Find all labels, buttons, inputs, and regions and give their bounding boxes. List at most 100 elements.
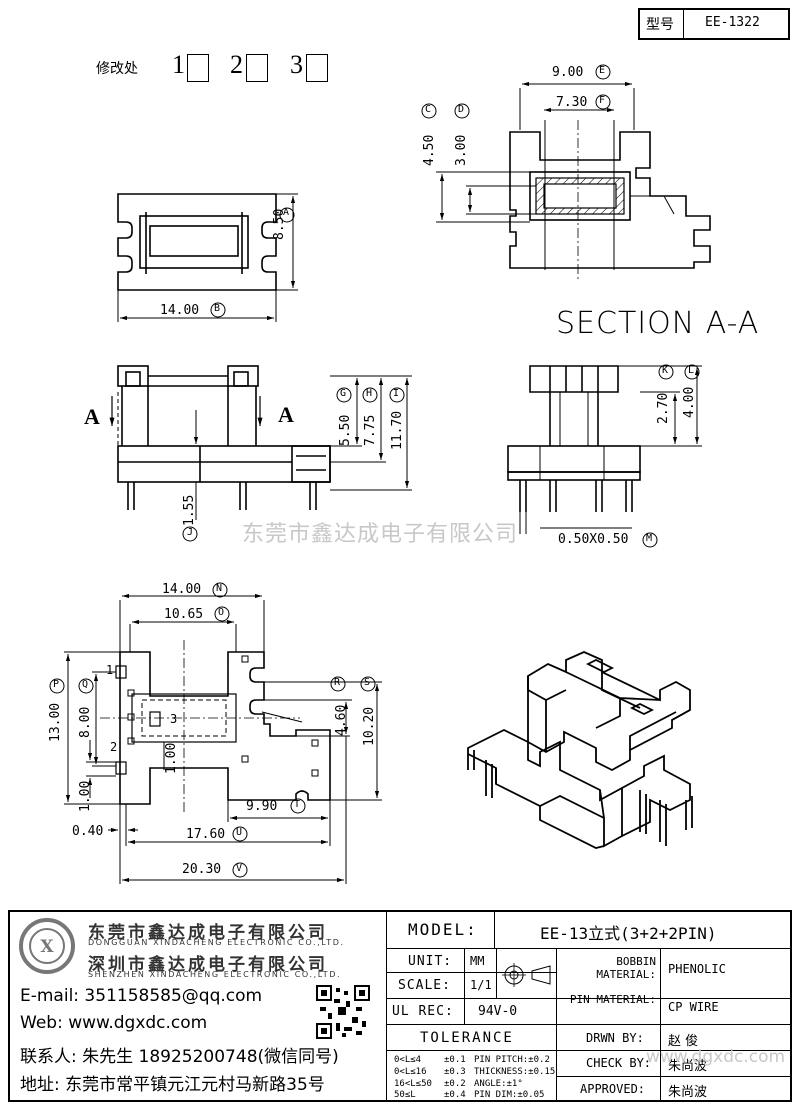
company-logo: X xyxy=(18,918,76,974)
tb-hline-3 xyxy=(386,998,792,999)
revision-mark-1: 1 xyxy=(172,50,185,79)
dim-m: 0.50X0.50 xyxy=(558,532,629,547)
technical-drawing xyxy=(49,64,711,884)
revision-box-3 xyxy=(306,54,328,82)
dim-r-tag: R xyxy=(334,677,341,688)
dim-n: 14.00 xyxy=(162,582,202,597)
model-value: EE-13立式(3+2+2PIN) xyxy=(540,924,717,943)
tol-row-1-note: PIN PITCH:±0.2 xyxy=(474,1055,550,1065)
dim-g: 5.50 xyxy=(338,414,353,446)
dim-r: 4.60 xyxy=(334,704,349,736)
title-block-frame xyxy=(8,910,792,1102)
side-view xyxy=(507,365,702,534)
company-contact: 联系人: 朱先生 18925200748(微信同号) xyxy=(20,1047,339,1067)
dim-k: 2.70 xyxy=(656,392,671,424)
dim-i: 11.70 xyxy=(390,410,405,450)
dim-q: 8.00 xyxy=(78,706,93,738)
dim-c: 4.50 xyxy=(422,134,437,166)
dim-v: 20.30 xyxy=(182,862,222,877)
tol-row-1-tol: ±0.1 xyxy=(444,1055,466,1065)
tb-vline-a xyxy=(464,948,465,1024)
tol-row-3-note: ANGLE:±1° xyxy=(474,1079,523,1089)
tol-row-2-tol: ±0.3 xyxy=(444,1067,466,1077)
dim-e-tag: E xyxy=(599,65,606,76)
dim-i-tag: I xyxy=(393,388,400,399)
company-email: E-mail: 351158585@qq.com xyxy=(20,986,263,1006)
approved-value: 朱尚波 xyxy=(668,1085,708,1100)
tol-row-3-range: 16<L≤50 xyxy=(394,1079,432,1089)
tol-row-4-note: PIN DIM:±0.05 xyxy=(474,1090,545,1100)
company-name-en: DONGGUAN XINDACHENG ELECTRONIC CO.,LTD. xyxy=(88,938,345,947)
type-label: 型号 xyxy=(646,17,674,33)
dim-n-tag: N xyxy=(216,583,223,594)
tb-vline-b xyxy=(494,910,495,948)
ulrec-label: UL REC: xyxy=(392,1004,454,1019)
qr-code xyxy=(316,985,370,1039)
dim-k-tag: K xyxy=(662,365,669,376)
dim-d: 3.00 xyxy=(454,134,469,166)
dim-p-tag: P xyxy=(53,679,60,690)
dim-w040: 0.40 xyxy=(72,824,104,839)
type-divider xyxy=(683,8,684,40)
dim-d-tag: D xyxy=(458,104,465,115)
dim-s-tag: S xyxy=(364,677,371,688)
tol-row-3-tol: ±0.2 xyxy=(444,1079,466,1089)
bobbin-material-label: BOBBIN MATERIAL: xyxy=(596,955,656,981)
pin-label-1: 1 xyxy=(106,663,114,677)
dim-l-tag: L xyxy=(688,365,695,376)
tb-hline-2 xyxy=(386,972,556,973)
tol-row-2-range: 0<L≤16 xyxy=(394,1067,427,1077)
dim-h: 7.75 xyxy=(363,414,378,446)
dim-o: 10.65 xyxy=(164,607,204,622)
dim-b: 14.00 xyxy=(160,303,200,318)
dim-l: 4.00 xyxy=(682,386,697,418)
watermark: 东莞市鑫达成电子有限公司 xyxy=(242,522,519,547)
dim-a-tag: A xyxy=(283,207,290,218)
company2-name-en: SHENZHEN XINDACHENG ELECTRONIC CO.,LTD. xyxy=(88,970,342,979)
section-arrow-right-label: A xyxy=(278,402,294,427)
dim-o-tag: O xyxy=(218,607,225,618)
check-by-value: 朱尚波 xyxy=(668,1059,708,1074)
pin-material-value: CP WIRE xyxy=(668,1000,719,1014)
pin-material-label: PIN MATERIAL: xyxy=(569,993,656,1006)
scale-value: 1/1 xyxy=(470,978,492,992)
svg-text:X: X xyxy=(40,937,54,957)
unit-value: MM xyxy=(470,954,485,968)
front-view xyxy=(109,365,412,520)
projection-symbol xyxy=(500,960,554,990)
approved-label: APPROVED: xyxy=(580,1082,646,1096)
check-by-label: CHECK BY: xyxy=(586,1056,652,1070)
revision-mark-3: 3 xyxy=(290,50,303,79)
tb-vline-e xyxy=(660,948,661,1102)
dim-j-tag: J xyxy=(187,527,194,538)
ulrec-value: 94V-0 xyxy=(478,1004,518,1019)
tb-vline-c xyxy=(496,948,497,998)
dim-g-tag: G xyxy=(340,388,347,399)
drawn-by-label: DRWN BY: xyxy=(586,1031,644,1045)
dim-f: 7.30 xyxy=(556,95,588,110)
dim-h-tag: H xyxy=(366,388,373,399)
dim-p: 13.00 xyxy=(48,702,63,742)
dim-pitch-a: 1.00 xyxy=(164,742,179,774)
section-view xyxy=(436,81,711,280)
pin-label-3: 3 xyxy=(170,712,178,726)
dim-c-tag: C xyxy=(425,104,432,115)
dim-b-tag: B xyxy=(214,303,221,314)
revision-box-2 xyxy=(246,54,268,82)
dim-f-tag: F xyxy=(599,95,606,106)
bobbin-material-value: PHENOLIC xyxy=(668,962,726,976)
tb-vline-company xyxy=(386,910,387,1102)
model-label: MODEL: xyxy=(408,920,478,939)
company-address: 地址: 东莞市常平镇元江元村马新路35号 xyxy=(20,1075,325,1095)
drawn-by-value: 赵 俊 xyxy=(668,1034,699,1049)
dim-t: 9.90 xyxy=(246,799,278,814)
tb-hline-1 xyxy=(386,948,792,949)
tolerance-label: TOLERANCE xyxy=(420,1030,514,1046)
dim-m-tag: M xyxy=(646,533,653,544)
dim-u-tag: U xyxy=(236,827,243,838)
dim-u: 17.60 xyxy=(186,827,226,842)
footer-watermark: www.dgxdc.com xyxy=(646,1047,786,1067)
section-label: SECTION A-A xyxy=(556,306,760,341)
dim-t-tag: T xyxy=(294,799,301,810)
tb-hline-5 xyxy=(386,1050,792,1051)
